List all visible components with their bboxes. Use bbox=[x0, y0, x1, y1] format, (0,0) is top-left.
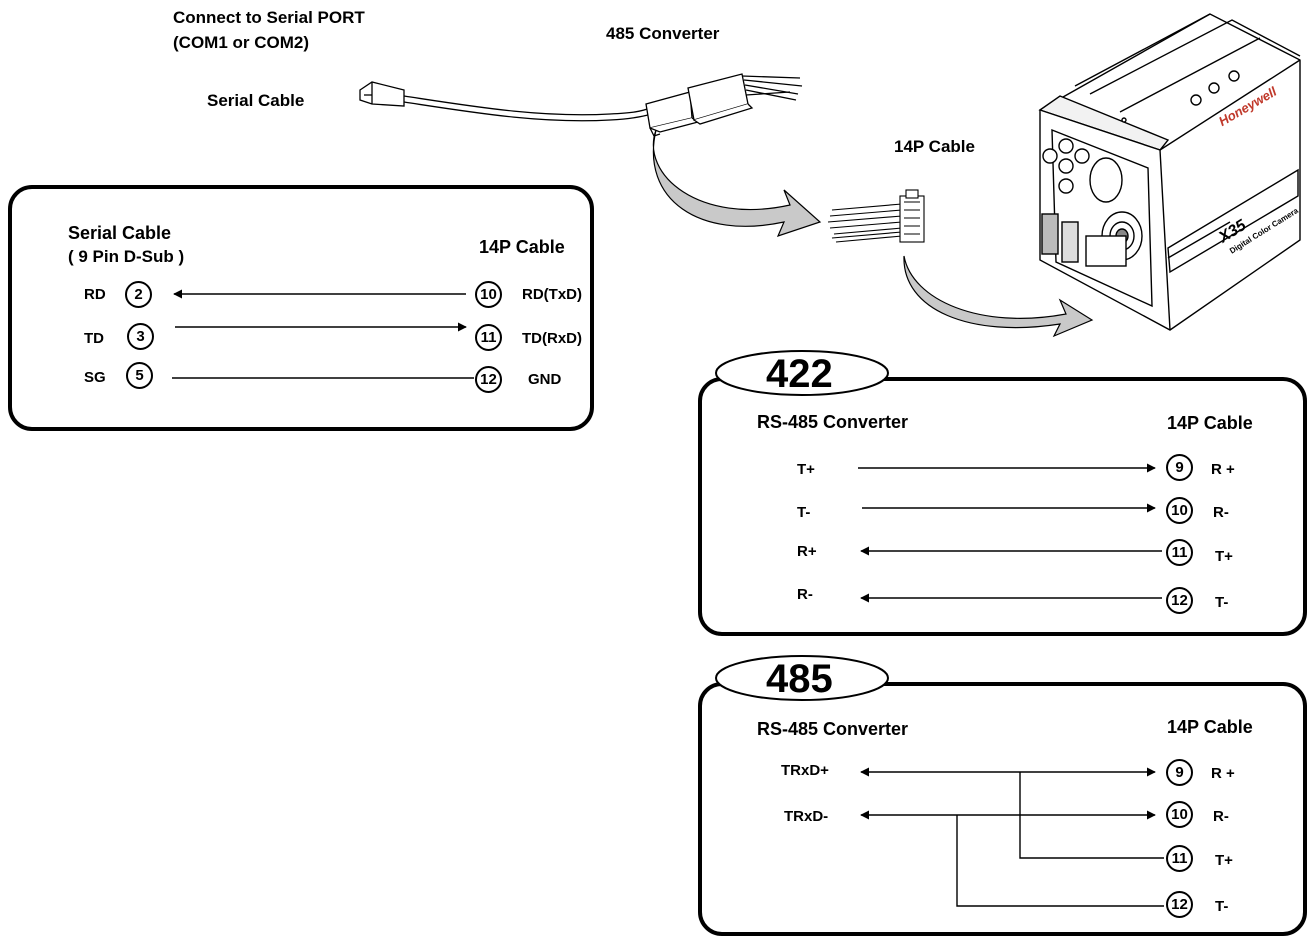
rs422-right-pin: 9 bbox=[1166, 454, 1193, 481]
rs422-right-title: 14P Cable bbox=[1167, 413, 1253, 433]
rs232-left-title: Serial Cable bbox=[68, 223, 172, 243]
rs232-right-signal: TD(RxD) bbox=[522, 330, 582, 347]
rs422-left-signal: T+ bbox=[797, 461, 815, 478]
rs485-right-pin: 10 bbox=[1166, 801, 1193, 828]
curved-arrow-icon bbox=[652, 129, 822, 237]
rs422-right-signal: R- bbox=[1213, 504, 1229, 521]
rs232-right-signal: RD(TxD) bbox=[522, 286, 582, 303]
rs232-right-signal: GND bbox=[528, 371, 562, 388]
serial-cable-label: Serial Cable bbox=[207, 91, 305, 110]
rs422-left-signal: R+ bbox=[797, 543, 817, 560]
rs422-left-signal: T- bbox=[797, 504, 811, 521]
rs485-right-title: 14P Cable bbox=[1167, 717, 1253, 737]
rs422-tag: 422 bbox=[766, 352, 833, 396]
converter-label: 485 Converter bbox=[606, 24, 720, 43]
rs422-right-pin: 11 bbox=[1166, 539, 1193, 566]
rs422-left-title: RS-485 Converter bbox=[757, 412, 909, 432]
hardware-illustration bbox=[359, 13, 1301, 338]
rs422-right-signal: R + bbox=[1211, 461, 1235, 478]
converter-icon bbox=[645, 73, 803, 137]
rs232-right-pin: 11 bbox=[475, 324, 502, 351]
rs485-left-title: RS-485 Converter bbox=[757, 719, 909, 739]
cable-14p-label: 14P Cable bbox=[894, 137, 975, 156]
curved-arrow-icon bbox=[903, 255, 1094, 338]
rs232-wiring-panel bbox=[8, 185, 594, 431]
rs422-right-signal: T+ bbox=[1215, 548, 1233, 565]
rs232-right-pin: 10 bbox=[475, 281, 502, 308]
rs422-right-pin: 10 bbox=[1166, 497, 1193, 524]
rs422-right-signal: T- bbox=[1215, 594, 1229, 611]
rs485-left-signal: TRxD+ bbox=[781, 762, 829, 779]
rs485-right-signal: R- bbox=[1213, 808, 1229, 825]
rs422-left-signal: R- bbox=[797, 586, 813, 603]
connect-port-label: Connect to Serial PORT bbox=[173, 8, 365, 27]
cable-bundle-icon bbox=[827, 189, 925, 243]
rs422-right-pin: 12 bbox=[1166, 587, 1193, 614]
rs485-right-pin: 9 bbox=[1166, 759, 1193, 786]
rs232-signal-rd: RD bbox=[84, 286, 106, 303]
rs485-tag: 485 bbox=[766, 657, 833, 701]
rs232-right-pin: 12 bbox=[475, 366, 502, 393]
com-port-label: (COM1 or COM2) bbox=[173, 33, 309, 52]
rs232-signal-sg: SG bbox=[84, 369, 106, 386]
rs485-left-signal: TRxD- bbox=[784, 808, 829, 825]
rs485-right-signal: T- bbox=[1215, 898, 1229, 915]
rs232-left-pin: 5 bbox=[126, 362, 153, 389]
camera-icon bbox=[1038, 13, 1301, 331]
rs232-left-pin: 3 bbox=[127, 323, 154, 350]
rs232-left-subtitle: ( 9 Pin D-Sub ) bbox=[68, 247, 185, 266]
rs485-right-pin: 11 bbox=[1166, 845, 1193, 872]
rs485-right-pin: 12 bbox=[1166, 891, 1193, 918]
rs485-right-signal: T+ bbox=[1215, 852, 1233, 869]
rs485-right-signal: R + bbox=[1211, 765, 1235, 782]
rs232-right-title: 14P Cable bbox=[479, 237, 565, 257]
rs232-signal-td: TD bbox=[84, 330, 104, 347]
rs232-left-pin: 2 bbox=[125, 281, 152, 308]
serial-cable-icon bbox=[359, 81, 653, 122]
rs422-wiring-panel bbox=[698, 377, 1307, 636]
